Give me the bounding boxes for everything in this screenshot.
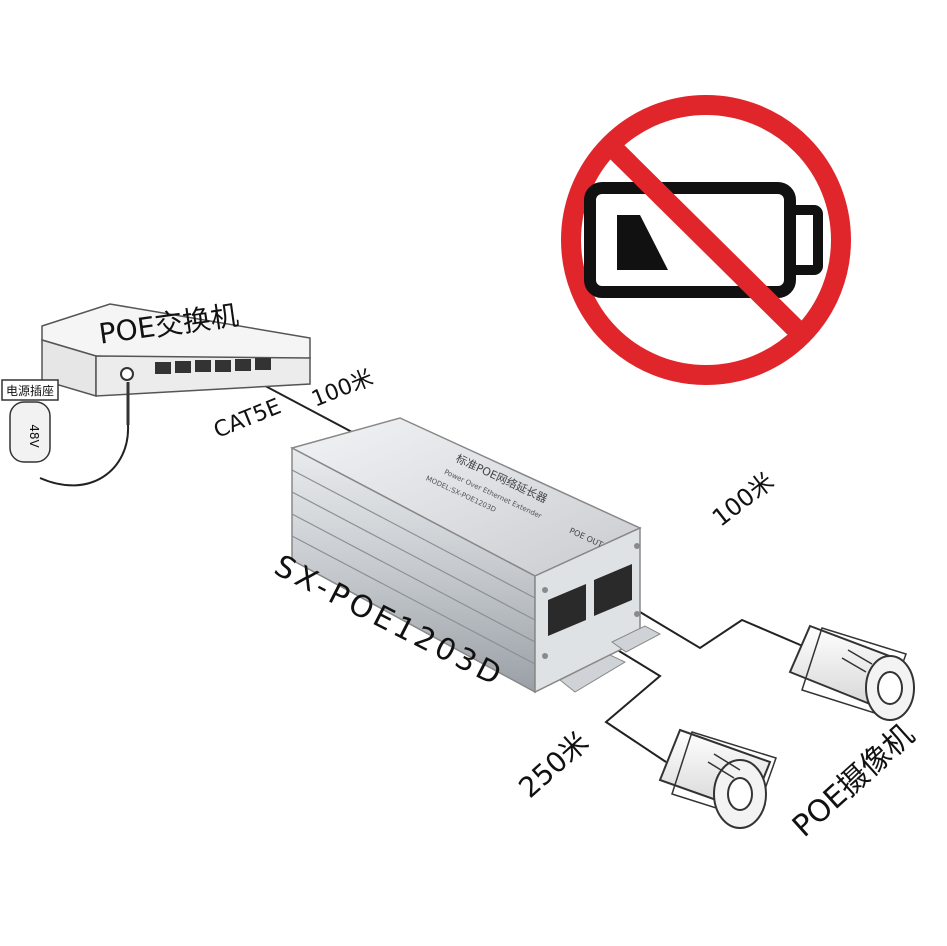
poe-extender: 标准POE网络延长器 Power Over Ethernet Extender … [289, 417, 662, 694]
bottom-branch-distance: 250米 [512, 725, 595, 804]
poe-switch: POE交换机 [41, 298, 311, 398]
camera-bottom [658, 728, 777, 829]
top-branch-cable [639, 611, 813, 651]
no-battery-icon [561, 95, 851, 385]
camera-top [788, 624, 915, 721]
camera-label: POE摄像机 [786, 718, 921, 845]
plug-label: 电源插座 [6, 383, 54, 398]
power-adapter: 电源插座 48V [1, 379, 130, 463]
top-branch-distance: 100米 [707, 467, 779, 532]
bottom-branch-cable [587, 631, 667, 763]
uplink-distance-label: 100米 [308, 365, 377, 412]
power-cable [39, 424, 130, 487]
cable-type-label: CAT5E [210, 394, 284, 443]
voltage-label: 48V [27, 424, 41, 448]
